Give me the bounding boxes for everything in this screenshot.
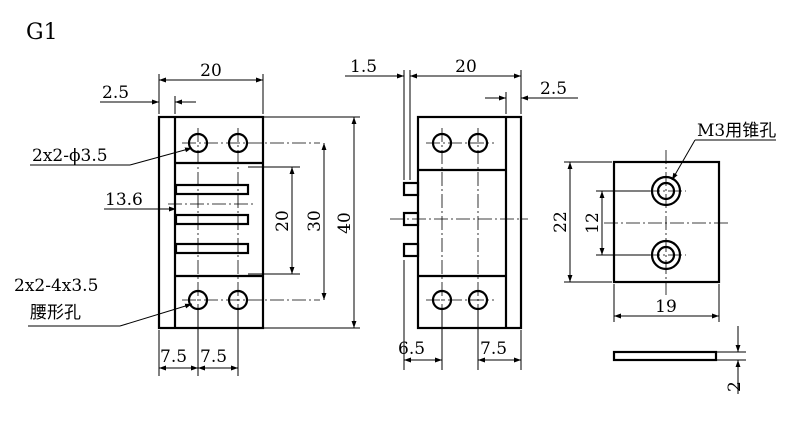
plate-hole-spacing-dim: 12: [583, 212, 603, 234]
plate-thickness-dim: 2: [725, 381, 745, 392]
side-view: 1.5 20 2.5 6.5 7.5: [345, 57, 578, 370]
front-slot-2: [174, 213, 250, 226]
front-width-dim: 20: [200, 61, 222, 81]
side-width-dim: 20: [455, 57, 477, 77]
side-left-dim: 6.5: [398, 339, 425, 359]
side-edge-dim: 2.5: [540, 79, 567, 99]
front-dim-40: 40: [335, 212, 355, 234]
front-slots: [168, 183, 256, 255]
front-mounting-holes: [182, 128, 320, 315]
front-pitch-left-dim: 7.5: [160, 347, 187, 367]
front-dim-30: 30: [305, 210, 325, 232]
front-slot-length-dim: 13.6: [105, 190, 143, 210]
side-tab-3: [402, 242, 420, 258]
plate-callout: M3用锥孔: [697, 121, 776, 141]
front-body-outline: [157, 115, 265, 330]
drawing-title: G1: [26, 20, 58, 45]
side-right-dim: 7.5: [480, 339, 507, 359]
plate-profile: [612, 350, 718, 362]
plate-outline: [612, 160, 721, 284]
plate-view: M3用锥孔 22 12 19 2: [551, 121, 776, 394]
front-pitch-right-dim: 7.5: [200, 347, 227, 367]
front-slot-3: [174, 242, 250, 255]
front-dim-20: 20: [273, 210, 293, 232]
front-hole-callout: 2x2-ϕ3.5: [32, 146, 108, 166]
plate-width-dim: 19: [655, 297, 677, 317]
front-slot-1: [174, 183, 250, 196]
front-slot-callout-line1: 2x2-4x3.5: [14, 276, 98, 296]
side-tab-1: [402, 181, 420, 197]
plate-height-dim: 22: [551, 211, 571, 233]
front-view: 20 2.5 13.6 20 30 40 7.5 7.5 2x2-ϕ3.5 2x…: [14, 61, 360, 376]
front-slot-callout-line2: 腰形孔: [30, 303, 81, 323]
front-edge-dim: 2.5: [102, 83, 129, 103]
side-tab-dim: 1.5: [350, 57, 377, 77]
